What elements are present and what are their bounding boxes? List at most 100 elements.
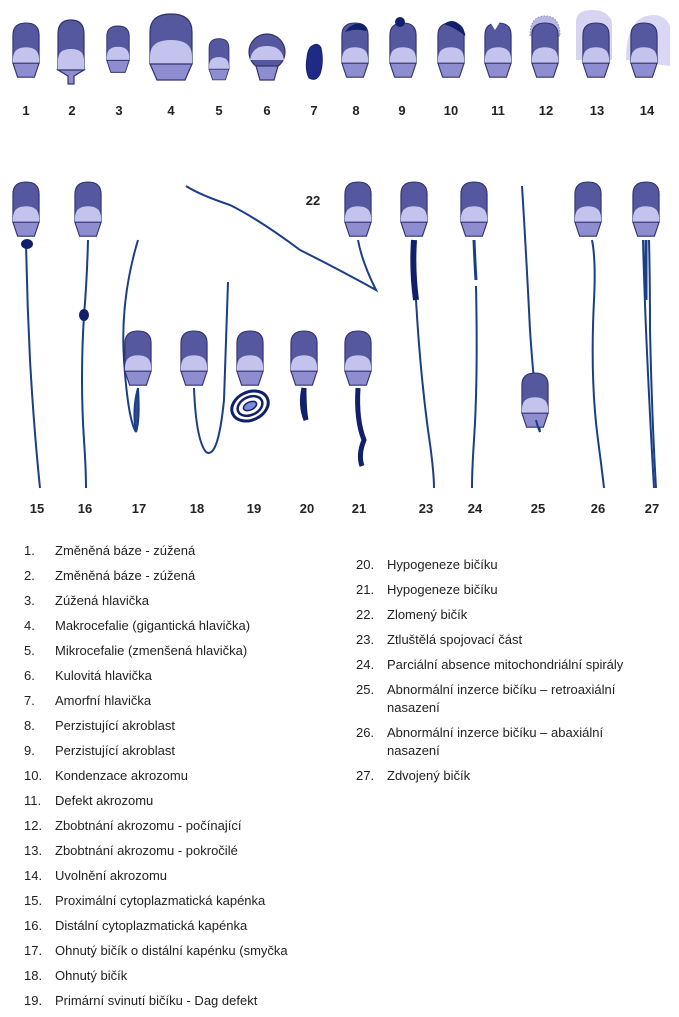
legend-item-text: Hypogeneze bičíku [387, 556, 656, 574]
figure-number-10: 10 [444, 103, 458, 118]
legend-right-column: 20.Hypogeneze bičíku 21.Hypogeneze bičík… [356, 556, 656, 792]
sperm-head-11 [485, 22, 511, 77]
figure-number-5: 5 [215, 103, 222, 118]
legend-item-text: Zlomený bičík [387, 606, 656, 624]
sperm-head-2 [58, 20, 84, 84]
sperm-27 [633, 182, 659, 488]
legend-item-number: 1. [24, 542, 55, 560]
sperm-21 [345, 331, 371, 466]
figure-number-18: 18 [190, 501, 204, 516]
legend-item-number: 7. [24, 692, 55, 710]
legend-item-text: Abnormální inzerce bičíku – abaxiální na… [387, 724, 656, 760]
sperm-head-12 [530, 16, 560, 77]
legend-item-text: Primární svinutí bičíku - Dag defekt [55, 992, 332, 1010]
legend-item: 25.Abnormální inzerce bičíku – retroaxiá… [356, 681, 656, 717]
sperm-16 [75, 182, 101, 488]
figure-number-1: 1 [22, 103, 29, 118]
legend-item: 10.Kondenzace akrozomu [24, 767, 332, 785]
legend-item: 27.Zdvojený bičík [356, 767, 656, 785]
legend-item-text: Distální cytoplazmatická kapénka [55, 917, 332, 935]
legend-item: 3.Zúžená hlavička [24, 592, 332, 610]
legend-item: 7.Amorfní hlavička [24, 692, 332, 710]
sperm-15 [13, 182, 40, 488]
legend-item-number: 10. [24, 767, 55, 785]
legend-item-text: Makrocefalie (gigantická hlavička) [55, 617, 332, 635]
figure-number-6: 6 [263, 103, 270, 118]
sperm-24 [461, 182, 487, 488]
figure-number-13: 13 [590, 103, 604, 118]
legend-item-text: Abnormální inzerce bičíku – retroaxiální… [387, 681, 656, 717]
figure-number-3: 3 [115, 103, 122, 118]
legend-item: 21.Hypogeneze bičíku [356, 581, 656, 599]
legend-item-number: 13. [24, 842, 55, 860]
legend-item: 17.Ohnutý bičík o distální kapénku (smyč… [24, 942, 332, 960]
sperm-18 [181, 282, 228, 453]
figure-number-11: 11 [491, 103, 505, 118]
legend-item: 13.Zbobtnání akrozomu - pokročilé [24, 842, 332, 860]
legend-item-text: Zdvojený bičík [387, 767, 656, 785]
sperm-25 [522, 186, 548, 432]
legend-item-text: Perzistující akroblast [55, 717, 332, 735]
legend-item: 1.Změněná báze - zúžená [24, 542, 332, 560]
legend-item-number: 27. [356, 767, 387, 785]
legend-item-number: 19. [24, 992, 55, 1010]
legend-item: 11.Defekt akrozomu [24, 792, 332, 810]
legend-item-number: 25. [356, 681, 387, 717]
legend-item: 23.Ztluštělá spojovací část [356, 631, 656, 649]
figure-number-27: 27 [645, 501, 659, 516]
legend-item-text: Parciální absence mitochondriální spirál… [387, 656, 656, 674]
sperm-head-1 [13, 23, 39, 77]
legend-item: 15.Proximální cytoplazmatická kapénka [24, 892, 332, 910]
sperm-head-4 [150, 14, 192, 80]
figure-number-21: 21 [352, 501, 366, 516]
sperm-head-8 [342, 23, 368, 77]
figure-number-22: 22 [306, 193, 320, 208]
legend-item-number: 24. [356, 656, 387, 674]
legend-item-text: Uvolnění akrozomu [55, 867, 332, 885]
legend-item-number: 4. [24, 617, 55, 635]
legend-item-text: Kondenzace akrozomu [55, 767, 332, 785]
legend: 1.Změněná báze - zúžená 2.Změněná báze -… [0, 540, 679, 1012]
figure-number-19: 19 [247, 501, 261, 516]
legend-item: 20.Hypogeneze bičíku [356, 556, 656, 574]
sperm-23 [401, 182, 434, 488]
legend-item-number: 5. [24, 642, 55, 660]
figure-number-9: 9 [398, 103, 405, 118]
sperm-22 [186, 182, 376, 290]
figure-number-15: 15 [30, 501, 44, 516]
sperm-17 [123, 240, 151, 432]
sperm-head-5 [209, 39, 229, 80]
legend-item-text: Perzistující akroblast [55, 742, 332, 760]
legend-item: 22.Zlomený bičík [356, 606, 656, 624]
legend-item-text: Proximální cytoplazmatická kapénka [55, 892, 332, 910]
legend-item-text: Ohnutý bičík o distální kapénku (smyčka [55, 942, 332, 960]
sperm-head-6 [249, 34, 285, 80]
legend-left-column: 1.Změněná báze - zúžená 2.Změněná báze -… [24, 542, 332, 1017]
legend-item-number: 22. [356, 606, 387, 624]
legend-item-number: 8. [24, 717, 55, 735]
legend-item-number: 26. [356, 724, 387, 760]
legend-item: 9.Perzistující akroblast [24, 742, 332, 760]
legend-item-text: Změněná báze - zúžená [55, 542, 332, 560]
figure-number-2: 2 [68, 103, 75, 118]
legend-item-number: 12. [24, 817, 55, 835]
legend-item-text: Zúžená hlavička [55, 592, 332, 610]
figure-number-7: 7 [310, 103, 317, 118]
legend-item-text: Ohnutý bičík [55, 967, 332, 985]
sperm-19 [227, 331, 273, 427]
figure-number-17: 17 [132, 501, 146, 516]
legend-item-text: Ztluštělá spojovací část [387, 631, 656, 649]
legend-item: 2.Změněná báze - zúžená [24, 567, 332, 585]
figure-number-14: 14 [640, 103, 655, 118]
figure-number-4: 4 [167, 103, 175, 118]
figure-number-8: 8 [352, 103, 359, 118]
legend-item: 8.Perzistující akroblast [24, 717, 332, 735]
sperm-head-10 [438, 21, 465, 77]
legend-item-number: 17. [24, 942, 55, 960]
legend-item-number: 6. [24, 667, 55, 685]
figure-number-20: 20 [300, 501, 314, 516]
legend-item-text: Defekt akrozomu [55, 792, 332, 810]
sperm-head-7 [306, 44, 322, 79]
figure-number-24: 24 [468, 501, 483, 516]
legend-item: 16.Distální cytoplazmatická kapénka [24, 917, 332, 935]
